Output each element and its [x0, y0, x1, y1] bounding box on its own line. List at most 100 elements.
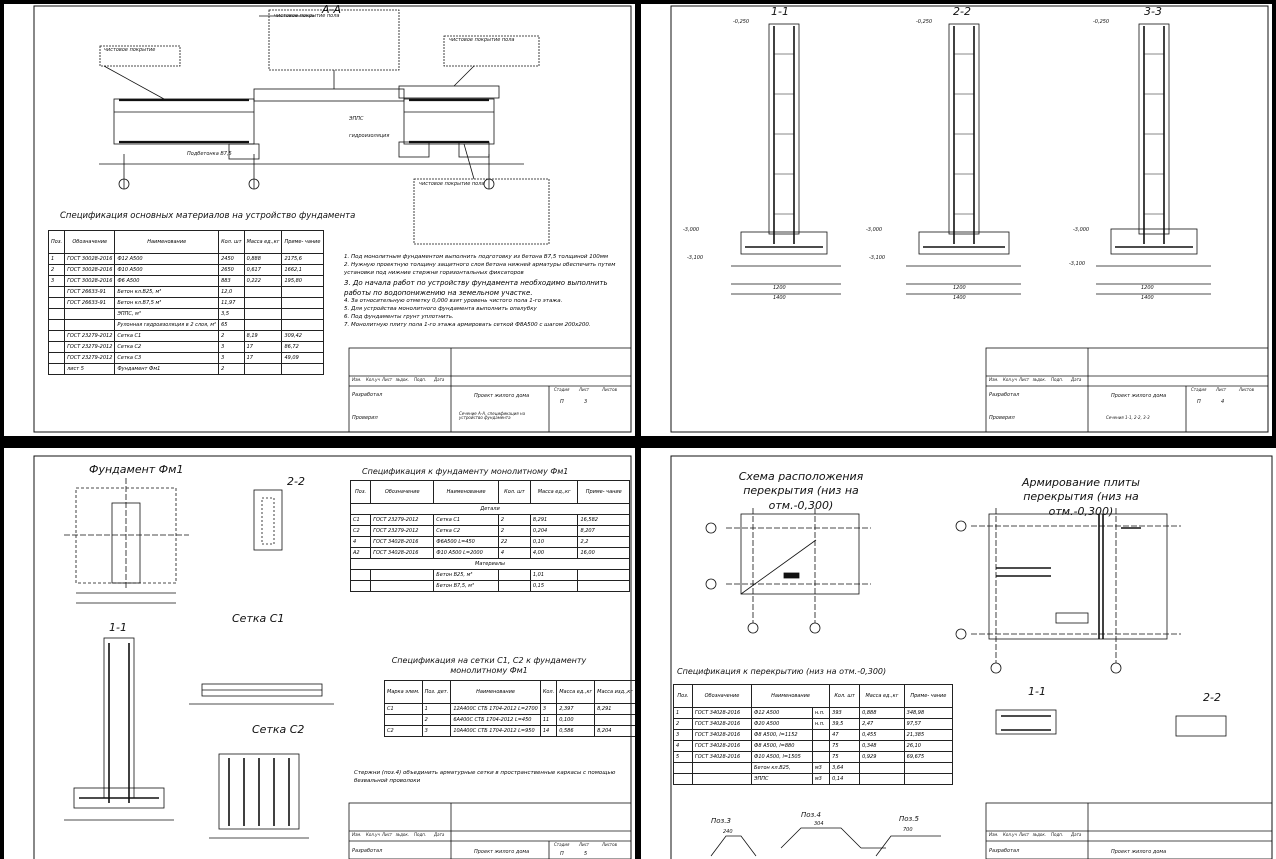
table-group-label: Материалы: [350, 558, 630, 570]
table-header: Кол. шт: [218, 230, 245, 254]
table-cell: м3: [811, 773, 831, 785]
callout-wall: чистовое покрытие: [104, 47, 156, 53]
mesh-note: Стержни (поз.4) объединить арматурные се…: [354, 770, 616, 784]
table-cell: ГОСТ 34028-2016: [691, 729, 753, 741]
title-mesh-c1: Сетка С1: [232, 612, 285, 625]
stamp-col: Изм.: [352, 832, 362, 837]
table-cell: 0,14: [829, 773, 861, 785]
pos-dim: 240: [723, 829, 733, 835]
table-cell: [811, 740, 831, 752]
level-mark: -3,000: [683, 227, 700, 233]
table-cell: 883: [218, 275, 245, 287]
stamp-role: Разработал: [989, 392, 1020, 398]
stamp-project: Проект жилого дома: [474, 849, 530, 855]
table-cell: ГОСТ 23279-2012: [64, 330, 116, 342]
table-cell: ГОСТ 30028-2016: [64, 264, 116, 276]
table-cell: [691, 773, 753, 785]
table-cell: ГОСТ 23279-2012: [64, 341, 116, 353]
table-cell: ЭППС: [751, 773, 813, 785]
table-cell: [281, 319, 324, 331]
section-title-1-1: 1-1: [771, 5, 789, 18]
table-cell: 16,00: [577, 547, 630, 559]
table-cell: Ф8 А500, l=880: [751, 740, 813, 752]
table-cell: 3: [218, 341, 245, 353]
title-sec-2-2: 2-2: [1203, 691, 1221, 704]
callout-base: Подбетонка В7,5: [187, 151, 232, 157]
table-header: Наименование: [433, 480, 499, 504]
table-header: Наименование: [114, 230, 220, 254]
title-mesh-c2: Сетка С2: [252, 723, 305, 736]
table-cell: 0,586: [556, 725, 596, 737]
fm1-spec-table: Поз. Обозначение Наименование Кол. шт Ма…: [349, 480, 630, 592]
table-header: Обозначение: [691, 684, 753, 708]
stamp-col: Дата: [434, 377, 445, 382]
table-cell: [691, 762, 753, 774]
table-cell: ГОСТ 34028-2016: [370, 547, 435, 559]
table-cell: [47, 341, 66, 353]
table-cell: 69,675: [903, 751, 954, 763]
table-header: Поз. дет.: [421, 680, 452, 704]
section-aa-drawing: [33, 5, 632, 433]
table-cell: Бетон кл.В7,5 м³: [114, 297, 220, 309]
stamp-sheet-label: Лист: [1216, 387, 1227, 392]
spec-title: Спецификация основных материалов на устр…: [60, 211, 356, 221]
table-cell: 11: [539, 714, 558, 726]
table-cell: Ф10 А500 L=2000: [433, 547, 499, 559]
table-header: Приме- чание: [577, 480, 630, 504]
title-arm: Армирование плиты перекрытия (низ на отм…: [1022, 476, 1140, 518]
table-header-row: Марка элем. Поз. дет. Наименование Кол. …: [384, 680, 635, 704]
pos-label: Поз.3: [711, 817, 731, 825]
table-cell: [281, 286, 324, 298]
table-cell: [673, 762, 693, 774]
table-cell: 0,204: [529, 525, 579, 537]
stamp-col: Лист: [382, 377, 393, 382]
stamp-col: Изм.: [989, 377, 999, 382]
stamp-role: Проверил: [352, 415, 378, 421]
table-cell: А2: [349, 547, 372, 559]
stamp-stage-label: Стадия: [554, 387, 570, 392]
table-header-row: Поз. Обозначение Наименование Кол. шт Ма…: [47, 230, 324, 254]
table-cell: С2: [349, 525, 372, 537]
table-cell: 6А400С СТБ 1704-2012 L=450: [450, 714, 541, 726]
pos-dim: 304: [814, 821, 824, 827]
table-cell: 3: [673, 729, 693, 741]
table-cell: [594, 714, 635, 726]
table-cell: ГОСТ 34028-2016: [691, 751, 753, 763]
table-cell: 8,19: [243, 330, 283, 342]
level-mark: -3,100: [869, 255, 886, 261]
table-cell: Бетон кл.В25,: [751, 762, 813, 774]
table-cell: Ф12 А500: [114, 253, 220, 265]
table-cell: 47: [829, 729, 861, 741]
table-cell: [47, 308, 66, 320]
notes-block: 1. Под монолитным фундаментом выполнить …: [344, 254, 629, 330]
note-line: 7. Монолитную плиту пола 1-го этажа арми…: [344, 322, 591, 329]
table-cell: [281, 308, 324, 320]
table-header-row: Поз. Обозначение Наименование Кол. шт Ма…: [349, 480, 630, 504]
stamp-sheet-name: Сечение А-А, спецификация на устройство …: [459, 411, 526, 420]
level-mark: -0,250: [1093, 19, 1110, 25]
table-cell: 86,72: [281, 341, 324, 353]
table-cell: Сетка С2: [114, 341, 220, 353]
stamp-role: Разработал: [352, 392, 383, 398]
dimension: 1200: [1141, 285, 1154, 291]
stamp-col: Кол.уч: [366, 832, 380, 837]
spec-title: Спецификация к фундаменту монолитному Фм…: [362, 467, 569, 476]
table-cell: [577, 580, 630, 592]
stamp-sheet: 5: [584, 851, 588, 857]
table-cell: [64, 319, 116, 331]
table-cell: [243, 363, 283, 375]
stamp-stage-label: Стадия: [554, 842, 570, 847]
level-mark: -3,100: [1069, 261, 1086, 267]
table-cell: 2: [218, 330, 245, 342]
table-header: Поз.: [673, 684, 693, 708]
stamp-sheets-label: Листов: [602, 842, 617, 847]
note-line: 2. Нужную проектную толщину защитного сл…: [344, 261, 616, 276]
table-cell: 1: [421, 703, 452, 715]
stamp-col: Лист: [1019, 832, 1030, 837]
